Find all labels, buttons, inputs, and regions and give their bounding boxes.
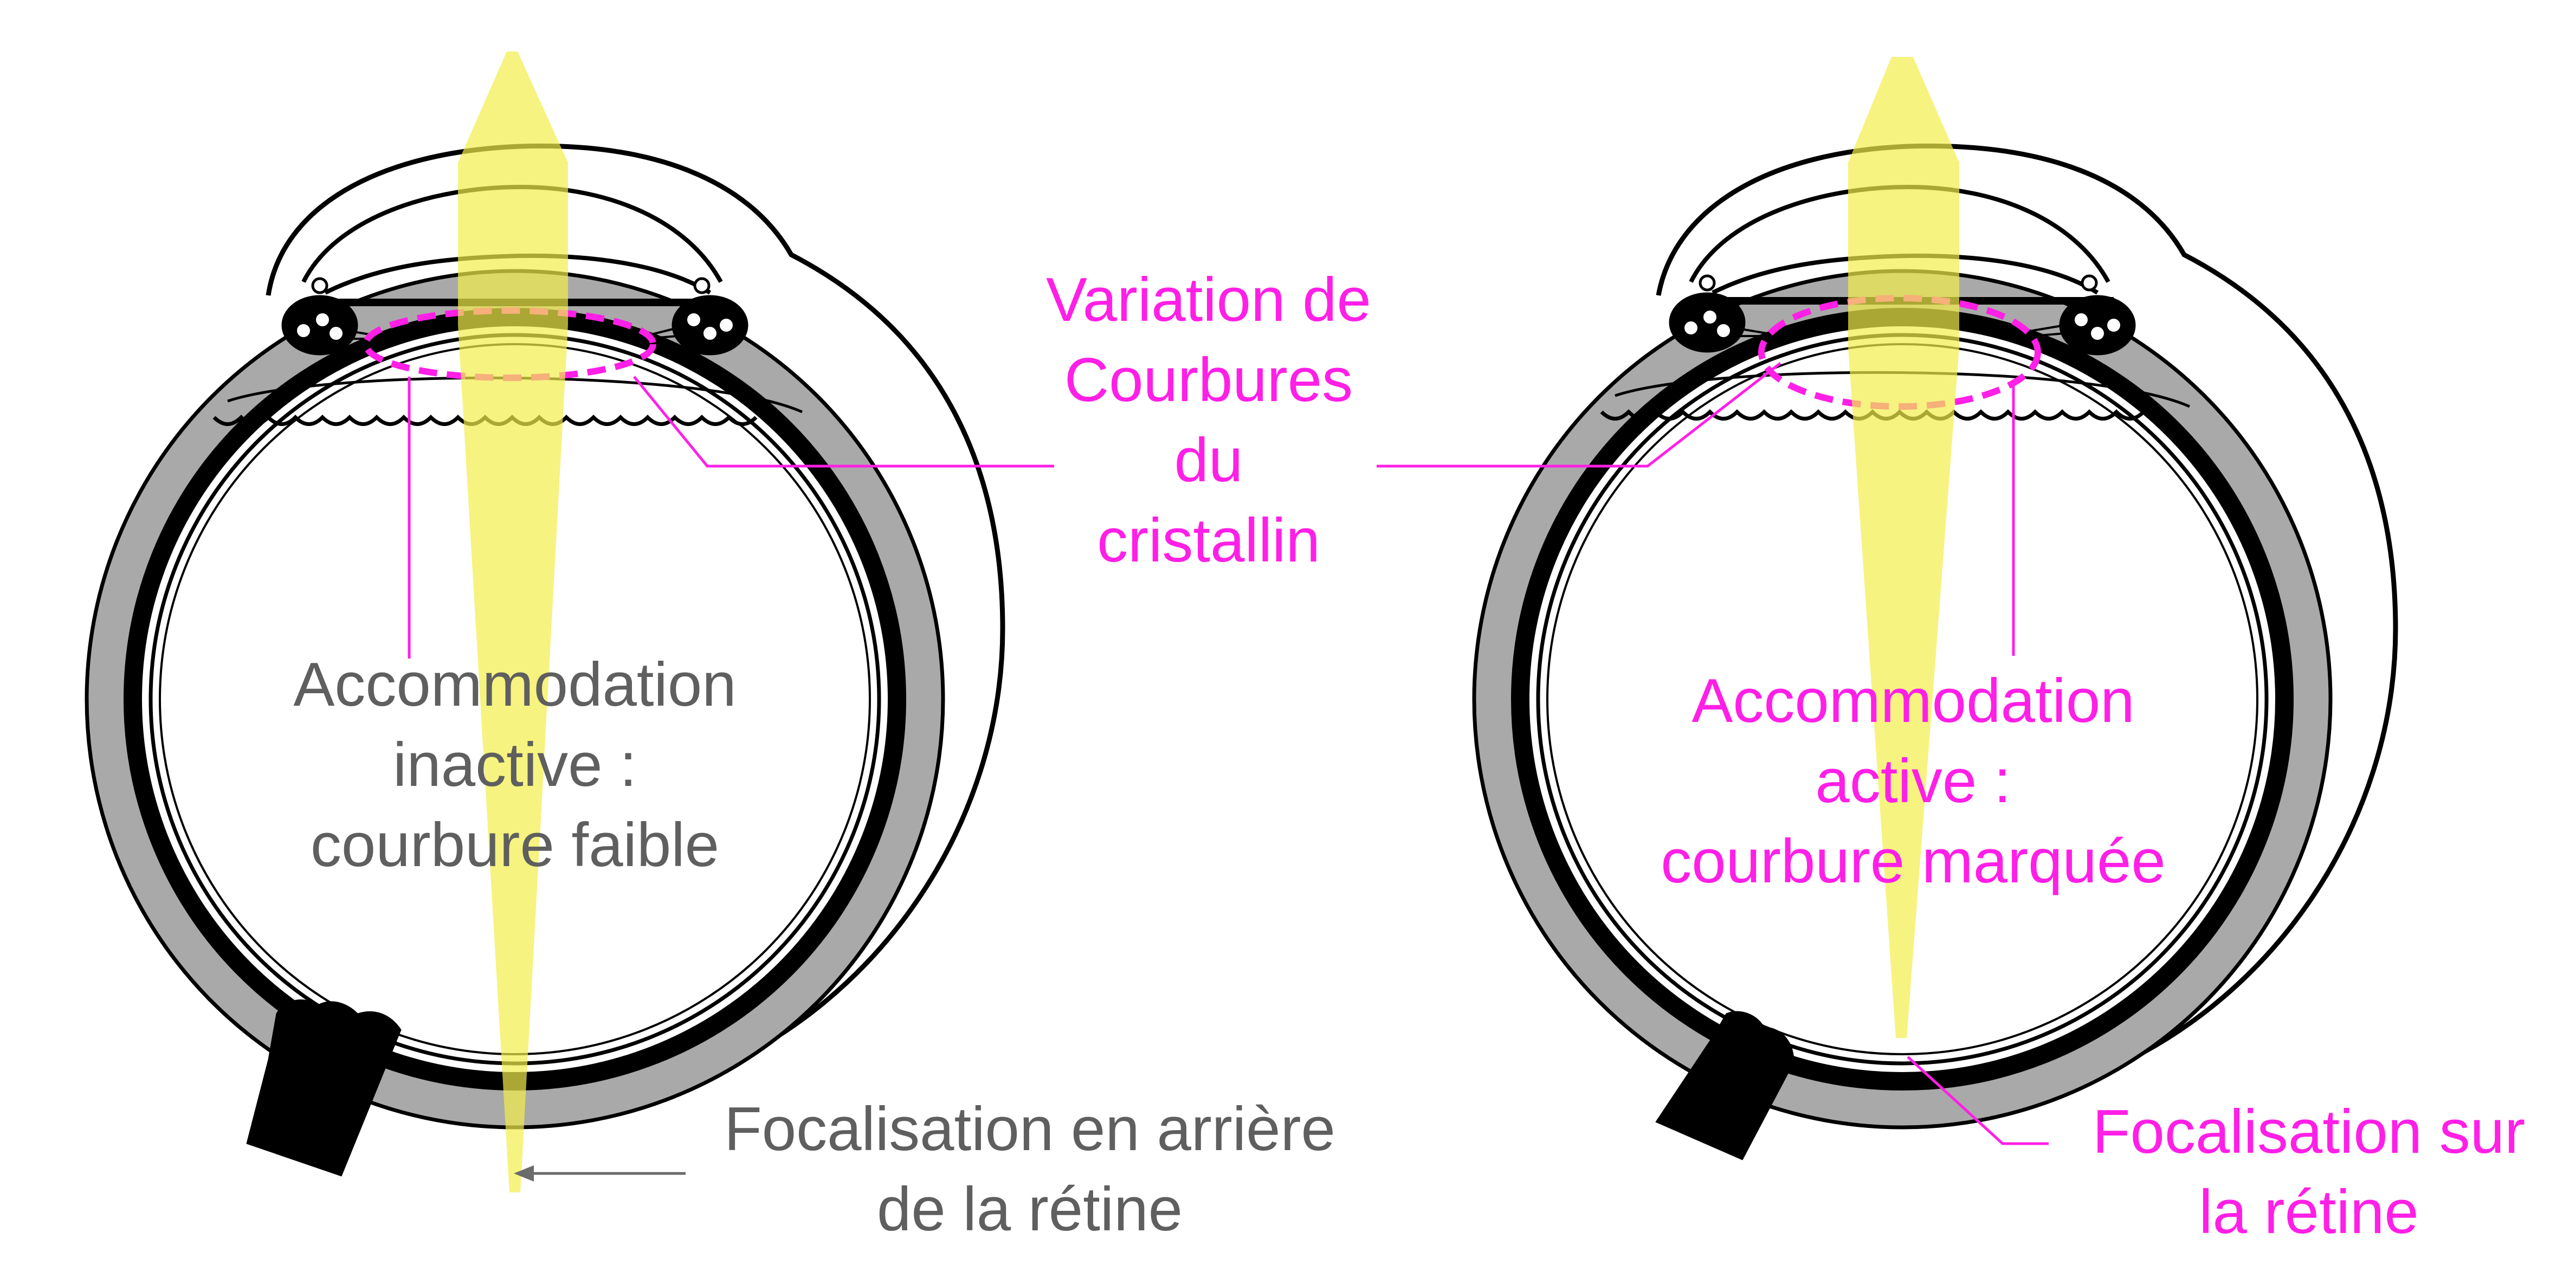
right-eye-ciliary-body-right <box>2059 295 2136 356</box>
left-eye-light-beam <box>458 51 568 1192</box>
right-eye <box>1472 57 2398 1160</box>
left-eye <box>85 51 1005 1192</box>
center-label-line4: cristallin <box>1097 506 1320 575</box>
right-eye-light-beam <box>1848 57 1959 1038</box>
right-state-line1: Accommodation <box>1691 667 2135 735</box>
left-state-line1: Accommodation <box>293 650 737 719</box>
right-focus-line1: Focalisation sur <box>2092 1098 2526 1166</box>
center-label-line2: Courbures <box>1064 346 1353 415</box>
right-state-label: Accommodation active : courbure marquée <box>1615 661 2211 902</box>
right-state-line3: courbure marquée <box>1661 827 2166 896</box>
annotation-lines <box>408 362 2049 1182</box>
right-eye-optic-nerve <box>1655 1011 1794 1160</box>
left-focus-line2: de la rétine <box>876 1175 1183 1244</box>
left-state-label: Accommodation inactive : courbure faible <box>244 645 786 886</box>
center-label-line3: du <box>1174 426 1243 495</box>
left-state-line2: inactive : <box>393 731 637 799</box>
center-label: Variation de Courbures du cristallin <box>1008 260 1409 581</box>
left-eye-ciliary-body-right <box>672 295 748 356</box>
left-focus-arrowhead <box>514 1165 534 1182</box>
right-focus-label: Focalisation sur la rétine <box>2054 1092 2564 1253</box>
right-state-line2: active : <box>1815 747 2011 816</box>
right-focus-line2: la rétine <box>2199 1178 2419 1247</box>
right-lens-pointer <box>1377 362 1781 468</box>
left-eye-optic-nerve <box>246 999 402 1177</box>
right-focus-pointer <box>1907 1056 2049 1145</box>
left-focus-line1: Focalisation en arrière <box>724 1095 1335 1164</box>
right-eye-outer-contour <box>1656 143 2398 1098</box>
left-eye-outer-contour <box>266 143 1005 1098</box>
left-lens-pointer <box>633 376 1054 468</box>
left-state-line3: courbure faible <box>310 811 720 880</box>
left-focus-label: Focalisation en arrière de la rétine <box>677 1089 1382 1250</box>
center-label-line1: Variation de <box>1046 266 1371 334</box>
